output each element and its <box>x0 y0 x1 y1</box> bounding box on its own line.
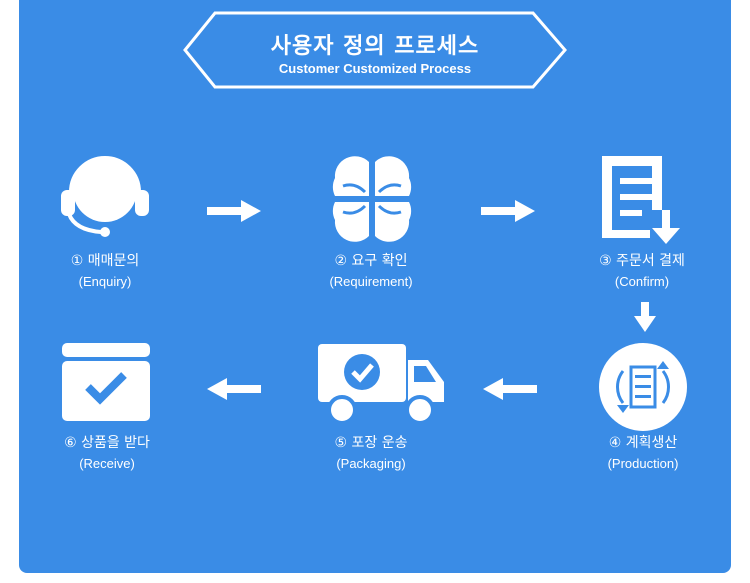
checked-box-icon <box>62 343 150 421</box>
step-3-label: ③ 주문서 결제 (Confirm) <box>552 250 732 289</box>
step-1-title: 매매문의 <box>87 253 140 269</box>
page-subtitle: Customer Customized Process <box>278 61 472 76</box>
step-2-number: ② <box>334 253 348 269</box>
arrow-down-icon <box>634 302 656 332</box>
step-2-label: ② 요구 확인 (Requirement) <box>281 250 461 289</box>
step-5-label: ⑤ 포장 운송 (Packaging) <box>281 432 461 471</box>
step-6-title: 상품을 받다 <box>81 435 150 451</box>
step-6-label: ⑥ 상품을 받다 (Receive) <box>17 432 197 471</box>
step-2-title: 요구 확인 <box>351 253 408 269</box>
step-3-title: 주문서 결제 <box>616 253 685 269</box>
page-title: 사용자 정의 프로세스 <box>270 34 480 59</box>
step-4-title: 계획생산 <box>625 435 678 451</box>
step-1-subtitle: (Enquiry) <box>78 274 132 289</box>
step-3-subtitle: (Confirm) <box>614 274 670 289</box>
document-download-icon <box>602 156 680 244</box>
headset-icon <box>61 154 149 237</box>
step-1-number: ① <box>70 253 84 269</box>
step-5-subtitle: (Packaging) <box>336 456 406 471</box>
step-5-title: 포장 운송 <box>351 435 408 451</box>
arrow-right-icon <box>207 200 261 222</box>
process-panel <box>19 0 731 573</box>
step-5-number: ⑤ <box>334 435 348 451</box>
title-banner <box>183 11 567 89</box>
step-2-subtitle: (Requirement) <box>329 274 413 289</box>
cycle-list-icon <box>599 343 687 431</box>
delivery-truck-icon <box>318 344 444 424</box>
arrow-left-icon <box>483 378 537 400</box>
step-1-label: ① 매매문의 (Enquiry) <box>15 250 195 289</box>
step-3-number: ③ <box>599 253 612 269</box>
step-4-label: ④ 계획생산 (Production) <box>553 432 733 471</box>
step-6-number: ⑥ <box>64 435 77 451</box>
arrow-left-icon <box>207 378 261 400</box>
arrow-right-icon <box>481 200 535 222</box>
clover-icon <box>332 156 412 242</box>
step-4-number: ④ <box>608 435 622 451</box>
step-4-subtitle: (Production) <box>607 456 679 471</box>
step-6-subtitle: (Receive) <box>79 456 135 471</box>
